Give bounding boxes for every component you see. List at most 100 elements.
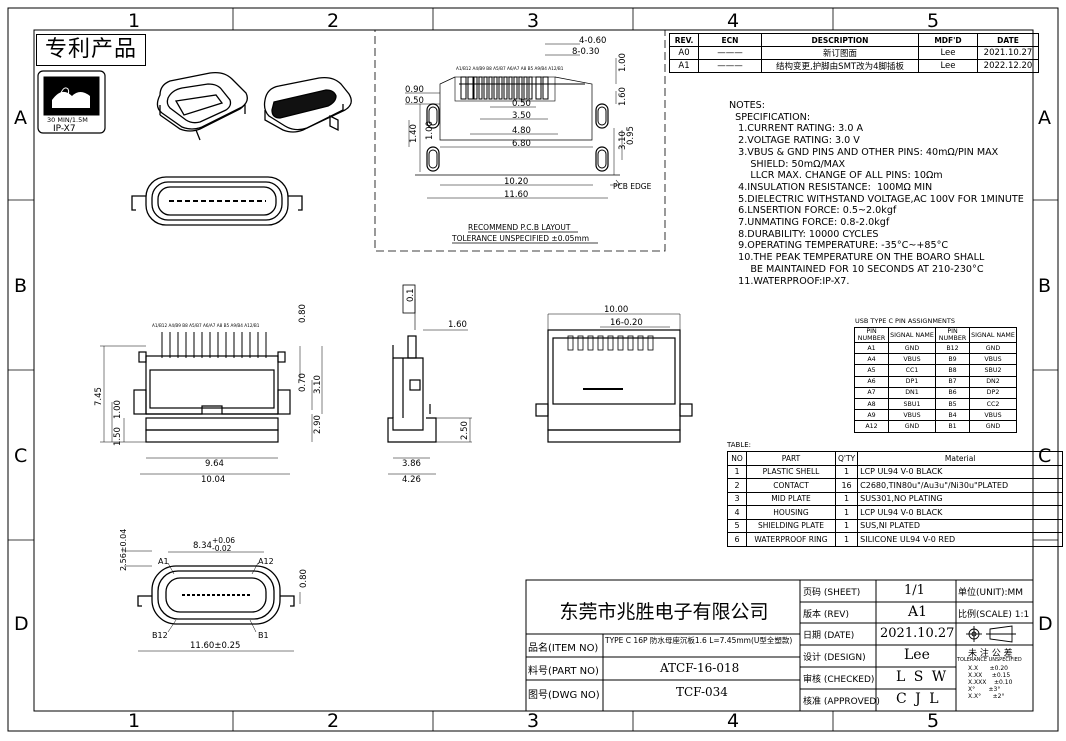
bom-header: NO (727, 451, 747, 466)
pin-header-row: PIN NUMBER SIGNAL NAME PIN NUMBER SIGNAL… (854, 327, 1017, 343)
pin-header: PIN NUMBER (854, 327, 889, 343)
company-name: 东莞市兆胜电子有限公司 (559, 601, 769, 623)
mating-dim-d2: 2.56±0.04 (119, 529, 128, 571)
pin-cell: B1 (935, 420, 970, 433)
patent-label: 专利产品 (36, 34, 146, 66)
pin-cell: VBUS (888, 353, 936, 366)
tol-val: ±0.15 (991, 672, 1011, 679)
pin-cell: DP2 (969, 386, 1017, 399)
pcb-dim-d7: 1.00 (425, 121, 435, 140)
zone-col-2-bottom: 2 (327, 710, 339, 732)
badge-line2: IP-X7 (53, 124, 76, 134)
tolerance-title: 未 注 公 差 (968, 649, 1013, 659)
tol-key: X.X° (968, 693, 982, 700)
front-dim-d4: 7.45 (94, 387, 104, 406)
pcb-layout-view (374, 29, 666, 252)
unit-label: 单位(UNIT):MM (958, 588, 1024, 598)
tol-row: X.X ±0.20 (968, 665, 1012, 672)
bom-cell: 1 (834, 532, 859, 547)
date-value: 2021.10.27 (880, 626, 955, 641)
tolerance-rows: X.X ±0.20 X.XX ±0.15 X.XXX ±0.10 X° ±3° … (968, 665, 1012, 700)
pcb-dim-d11: 6.80 (512, 139, 531, 149)
pcb-edge-label: PCB EDGE (613, 182, 652, 191)
rev-cell: ——— (698, 46, 762, 60)
bom-cell: CONTACT (746, 478, 836, 493)
date-label: 日期 (DATE) (803, 631, 855, 641)
pcb-dim-d8: 0.50 (512, 99, 531, 109)
pin-cell: A8 (854, 397, 889, 411)
sheet-label: 页码 (SHEET) (803, 588, 861, 598)
tol-row: X.X° ±2° (968, 693, 1012, 700)
pcb-dim-d1: 4-0.60 (579, 36, 606, 46)
tol-key: X.X (968, 665, 979, 672)
bom-cell: SILICONE UL94 V-0 RED (857, 532, 1064, 547)
rev-cell: 新订图面 (761, 46, 919, 60)
bottom-texts: 10.00 16-0.20 (604, 305, 643, 328)
rev-header-mdf: MDF'D (918, 33, 978, 47)
design-label: 设计 (DESIGN) (803, 653, 866, 663)
rev-header-date: DATE (977, 33, 1039, 47)
pin-cell: A12 (854, 420, 889, 433)
bom-cell: 6 (727, 532, 747, 547)
zone-col-2: 2 (327, 10, 339, 32)
pcb-dim-d10: 4.80 (512, 126, 531, 136)
pin-assignment-title: USB TYPE C PIN ASSIGNMENTS (855, 317, 956, 325)
pin-cell: SBU1 (888, 397, 936, 411)
front-texts: A1/B12 A4/B9 B8 A5/B7 A6/A7 A8 B5 A9/B4 … (94, 304, 323, 485)
pin-cell: VBUS (969, 409, 1017, 422)
rev-header-desc: DESCRIPTION (761, 33, 919, 47)
zone-col-1: 1 (128, 10, 140, 32)
bottom-pins (567, 335, 654, 351)
rev-cell: ——— (698, 59, 762, 73)
tol-val: ±0.20 (989, 665, 1008, 672)
item-label: 品名(ITEM NO) (528, 643, 599, 654)
pcb-pad-row (460, 76, 549, 100)
mating-dim-d4: 11.60±0.25 (190, 641, 240, 651)
pin-header: SIGNAL NAME (888, 327, 936, 343)
bom-cell: 2 (727, 478, 747, 493)
item-value: TYPE C 16P 防水母座沉板1.6 L=7.45mm(U型全塑款) (605, 636, 793, 645)
bom-header-row: NO PART Q'TY Material (727, 451, 1064, 466)
zone-col-3-bottom: 3 (527, 710, 539, 732)
title-block-grid (525, 579, 1034, 712)
bottom-dim-d2: 16-0.20 (610, 318, 643, 328)
bom-cell: 1 (834, 491, 859, 506)
mating-label-b1: B1 (258, 631, 269, 640)
rev-cell: Lee (918, 59, 978, 73)
pcb-dim-d9: 3.50 (512, 111, 531, 121)
side-dim-d2: 2.50 (460, 421, 470, 440)
mating-dim-d1-plus: +0.06 (212, 536, 235, 545)
connector-mating-view (124, 550, 301, 652)
front-dim-d5: 1.00 (113, 400, 123, 419)
zone-col-5: 5 (927, 10, 939, 32)
zone-col-4-bottom: 4 (727, 710, 739, 732)
tol-key: X° (968, 686, 976, 693)
approved-label: 核准 (APPROVED) (803, 697, 880, 707)
bom-cell: MID PLATE (746, 491, 836, 506)
dwg-label: 图号(DWG NO) (528, 690, 600, 701)
side-dim-d3: 3.86 (402, 459, 421, 469)
pcb-dimension-lines (405, 43, 623, 199)
front-dim-d6: 1.50 (113, 427, 123, 446)
checked-label: 审核 (CHECKED) (803, 675, 875, 685)
pin-cell: B7 (935, 375, 970, 388)
rev-cell: 2022.12.20 (977, 59, 1039, 73)
pin-cell: GND (969, 341, 1017, 355)
bom-title: TABLE: (727, 441, 752, 449)
part-value: ATCF-16-018 (660, 661, 740, 675)
connector-side-view (387, 284, 472, 475)
zone-row-b-right: B (1038, 275, 1051, 297)
pcb-dim-d13: 3.10 (618, 131, 628, 150)
bom-cell: 3 (727, 491, 747, 506)
zone-row-d-right: D (1038, 613, 1053, 635)
tol-key: X.XX (968, 672, 983, 679)
pcb-layout-title: RECOMMEND P.C.B LAYOUT (468, 223, 571, 232)
tol-val: ±2° (992, 693, 1005, 700)
rev-header-ecn: ECN (698, 33, 762, 47)
pcb-dim-d6: 1.40 (409, 124, 419, 143)
